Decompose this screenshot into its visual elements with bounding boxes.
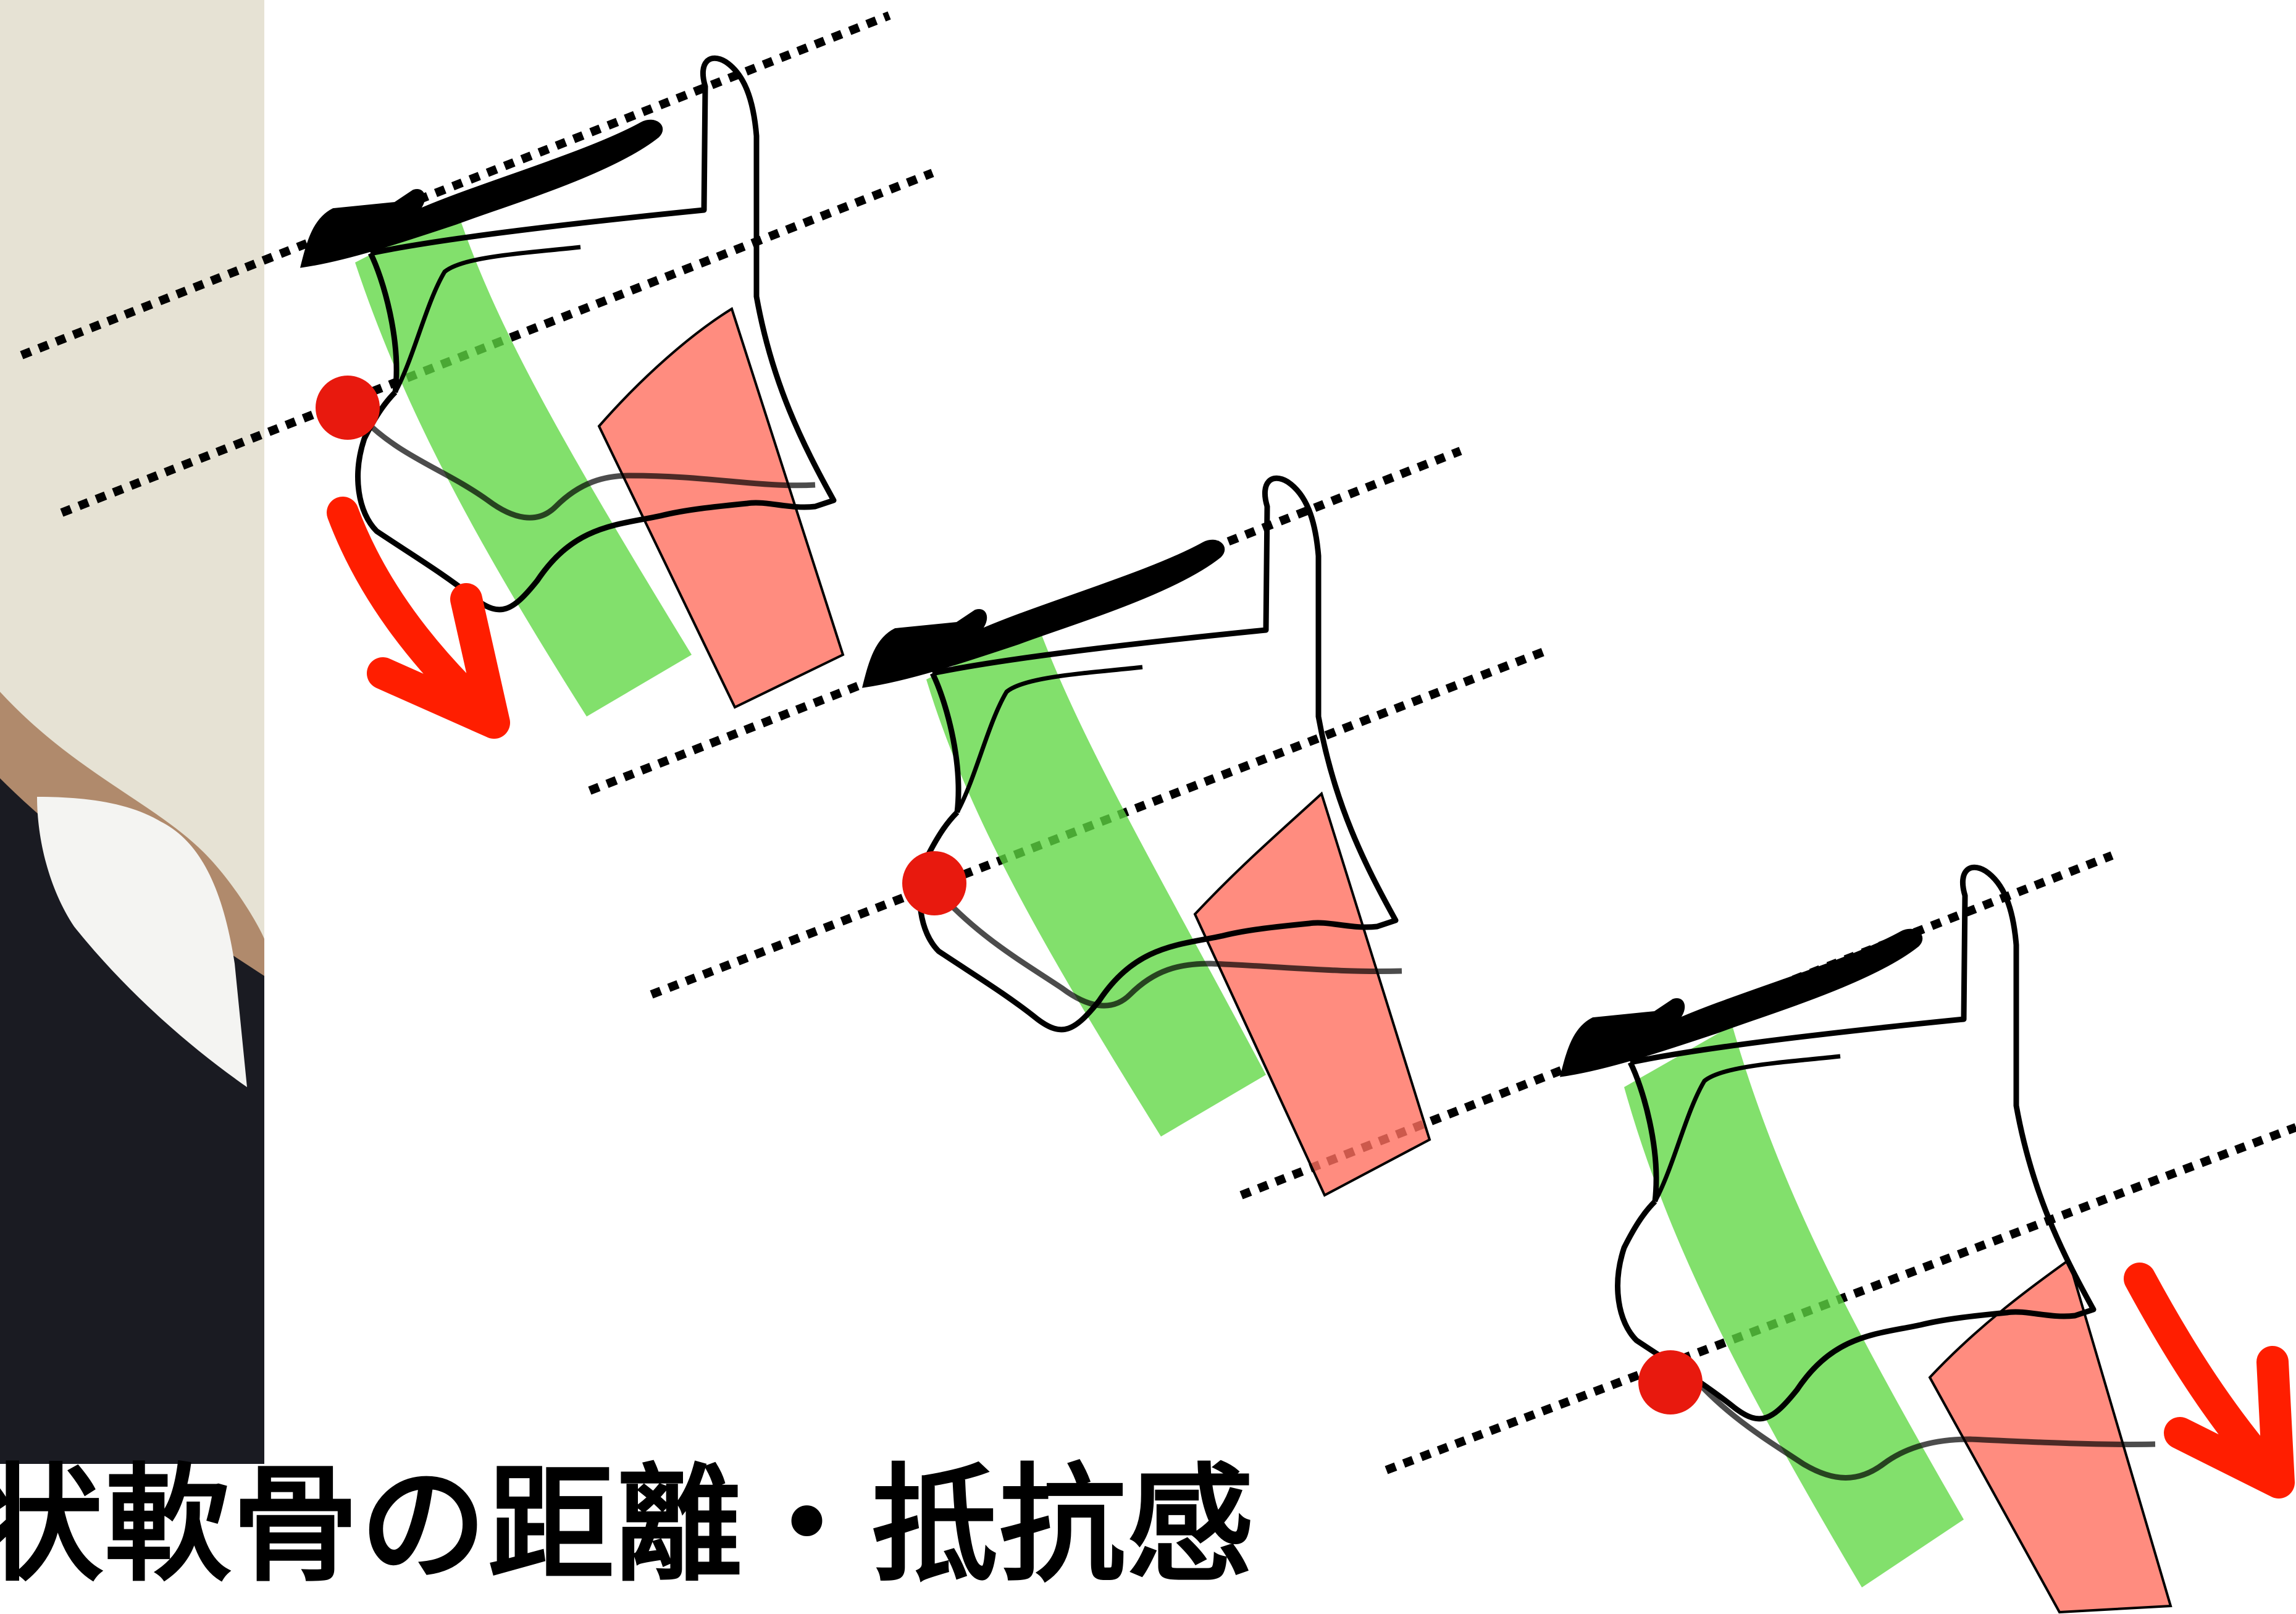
cartilage-diagram-3	[1562, 867, 2295, 1614]
red-dot-marker-1	[316, 376, 380, 440]
red-dot-marker-3	[1638, 1350, 1703, 1414]
green-band-2	[926, 624, 1266, 1137]
red-dot-marker-2	[902, 851, 966, 915]
reference-photo	[0, 0, 264, 1464]
red-block-2	[1193, 791, 1431, 1197]
green-band-1	[355, 210, 692, 717]
down-right-arrow-icon-2	[2124, 1263, 2295, 1498]
cartilage-diagram-2	[865, 478, 1431, 1197]
green-band-3	[1624, 1025, 1964, 1587]
caption-text: 状軟骨の距離・抵抗感	[0, 1452, 1255, 1599]
down-right-arrow-icon-1	[327, 497, 510, 739]
cartilage-diagram-1	[303, 58, 845, 739]
guide-line-1	[20, 11, 891, 359]
